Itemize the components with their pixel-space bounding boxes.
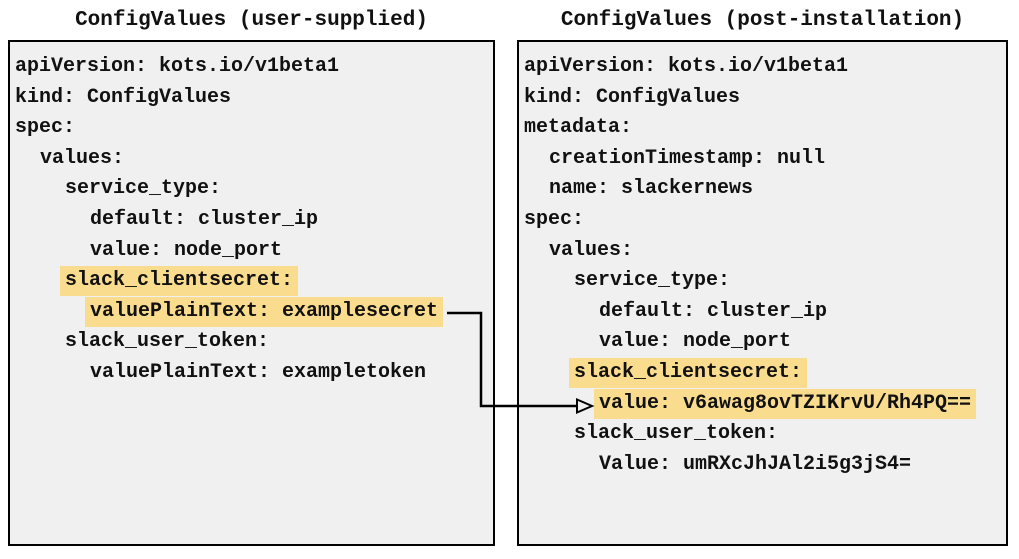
panel-title-post-installation: ConfigValues (post-installation): [560, 9, 965, 32]
yaml-line: service_type:: [15, 174, 491, 205]
yaml-text-highlighted: slack_clientsecret:: [569, 357, 808, 388]
yaml-line: slack_clientsecret:: [15, 266, 491, 297]
yaml-line: default: cluster_ip: [524, 297, 1004, 328]
yaml-line: value: node_port: [15, 236, 491, 267]
yaml-line: metadata:: [524, 113, 1004, 144]
yaml-text: apiVersion: kots.io/v1beta1: [524, 55, 849, 78]
yaml-text: name: slackernews: [549, 177, 754, 201]
yaml-text-highlighted: value: v6awag8ovTZIKrvU/Rh4PQ==: [594, 388, 977, 419]
yaml-box-user-supplied: apiVersion: kots.io/v1beta1 kind: ConfigV…: [8, 40, 495, 546]
yaml-text: metadata:: [524, 116, 633, 140]
yaml-line: value: v6awag8ovTZIKrvU/Rh4PQ==: [524, 388, 1004, 420]
yaml-line: service_type:: [524, 266, 1004, 297]
yaml-text: service_type:: [65, 177, 222, 201]
yaml-line: spec:: [524, 205, 1004, 236]
yaml-text: kind: ConfigValues: [15, 85, 232, 109]
yaml-text: value: node_port: [90, 238, 283, 262]
yaml-code-user-supplied: apiVersion: kots.io/v1beta1 kind: ConfigV…: [10, 42, 493, 389]
yaml-text-highlighted: valuePlainText: examplesecret: [85, 296, 444, 327]
yaml-text: kind: ConfigValues: [524, 85, 741, 109]
yaml-text: value: node_port: [599, 330, 792, 354]
yaml-line: values:: [15, 144, 491, 175]
yaml-line: slack_user_token:: [524, 419, 1004, 450]
yaml-text: spec:: [524, 207, 585, 231]
yaml-text: Value: umRXcJhJAl2i5g3jS4=: [599, 452, 912, 476]
yaml-line: apiVersion: kots.io/v1beta1: [15, 52, 491, 83]
panel-title-user-supplied: ConfigValues (user-supplied): [75, 9, 428, 32]
yaml-text: apiVersion: kots.io/v1beta1: [15, 55, 340, 78]
yaml-text: creationTimestamp: null: [549, 146, 826, 170]
yaml-line: spec:: [15, 113, 491, 144]
yaml-text: values:: [40, 146, 125, 170]
yaml-line: creationTimestamp: null: [524, 144, 1004, 175]
yaml-line: valuePlainText: examplesecret: [15, 296, 491, 328]
yaml-box-post-installation: apiVersion: kots.io/v1beta1 kind: ConfigV…: [517, 40, 1008, 546]
yaml-code-post-installation: apiVersion: kots.io/v1beta1 kind: ConfigV…: [519, 42, 1006, 480]
yaml-text: slack_user_token:: [65, 330, 270, 354]
yaml-text: valuePlainText: exampletoken: [90, 360, 427, 384]
yaml-text: slack_user_token:: [574, 422, 779, 446]
yaml-line: apiVersion: kots.io/v1beta1: [524, 52, 1004, 83]
yaml-text: default: cluster_ip: [599, 299, 828, 323]
yaml-line: values:: [524, 236, 1004, 267]
yaml-text: values:: [549, 238, 634, 262]
yaml-text: service_type:: [574, 269, 731, 293]
yaml-line: slack_user_token:: [15, 327, 491, 358]
yaml-text: spec:: [15, 116, 76, 140]
yaml-line: value: node_port: [524, 327, 1004, 358]
yaml-text-highlighted: slack_clientsecret:: [60, 266, 299, 297]
yaml-line: name: slackernews: [524, 174, 1004, 205]
yaml-line: slack_clientsecret:: [524, 357, 1004, 389]
yaml-line: Value: umRXcJhJAl2i5g3jS4=: [524, 450, 1004, 481]
yaml-text: default: cluster_ip: [90, 207, 319, 231]
yaml-line: kind: ConfigValues: [524, 83, 1004, 114]
yaml-line: kind: ConfigValues: [15, 83, 491, 114]
yaml-line: valuePlainText: exampletoken: [15, 358, 491, 389]
yaml-line: default: cluster_ip: [15, 205, 491, 236]
